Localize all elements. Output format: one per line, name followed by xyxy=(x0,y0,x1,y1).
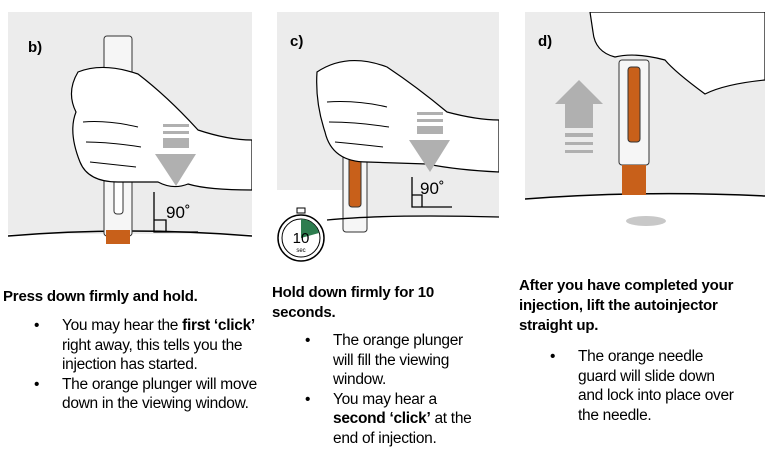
bullet-text: The orange plunger will fill the viewing… xyxy=(333,332,463,388)
bullet-bold-text: first ‘click’ xyxy=(182,317,255,334)
arrow-down-icon xyxy=(155,124,196,186)
step-b-heading: Press down firmly and hold. xyxy=(3,288,198,305)
bullet-text: right away, this tells you the injection… xyxy=(62,336,243,374)
bullet-bold-text: second ‘click’ xyxy=(333,410,431,427)
bullet-icon: • xyxy=(305,390,311,408)
step-label: b) xyxy=(28,39,42,56)
list-item: • The orange plunger will move down in th… xyxy=(34,375,262,414)
bullet-text: at the end of injection. xyxy=(333,410,472,447)
stopwatch-icon: 10 sec xyxy=(277,207,325,262)
angle-label: 90˚ xyxy=(166,203,191,222)
list-item: • You may hear the first ‘click’ right aw… xyxy=(34,316,262,375)
list-item: • You may hear a second ‘click’ at the en… xyxy=(305,390,483,449)
bullet-icon: • xyxy=(550,348,556,365)
timer-unit: sec xyxy=(296,248,305,254)
bullet-icon: • xyxy=(305,332,311,349)
angle-label: 90˚ xyxy=(420,179,445,198)
list-item: • The orange plunger will fill the viewin… xyxy=(305,331,483,390)
arrow-down-icon xyxy=(409,112,450,172)
step-label: d) xyxy=(538,33,552,50)
step-c-heading: Hold down firmly for 10 seconds. xyxy=(272,284,435,321)
step-d-bullets: • The orange needle guard will slide down… xyxy=(550,347,743,425)
bullet-text: The orange needle guard will slide down … xyxy=(578,348,734,424)
bullet-icon: • xyxy=(34,375,40,393)
step-label: c) xyxy=(290,33,303,50)
step-c-bullets: • The orange plunger will fill the viewin… xyxy=(305,331,483,449)
illustration-step-c: 90˚ c) 10 sec xyxy=(277,12,499,262)
bullet-text: You may hear the xyxy=(62,317,183,334)
illustration-step-b: 90˚ b) xyxy=(8,12,252,244)
step-d-heading: After you have completed your injection,… xyxy=(519,277,734,334)
arrow-up-icon xyxy=(555,80,603,153)
bullet-text: You may hear a xyxy=(333,390,437,408)
list-item: • The orange needle guard will slide down… xyxy=(550,347,743,425)
illustration-step-d: d) xyxy=(525,12,765,226)
step-b-bullets: • You may hear the first ‘click’ right aw… xyxy=(34,316,262,414)
bullet-text: The orange plunger will move down in the… xyxy=(62,375,257,413)
timer-value: 10 xyxy=(293,230,310,247)
bullet-icon: • xyxy=(34,317,40,334)
